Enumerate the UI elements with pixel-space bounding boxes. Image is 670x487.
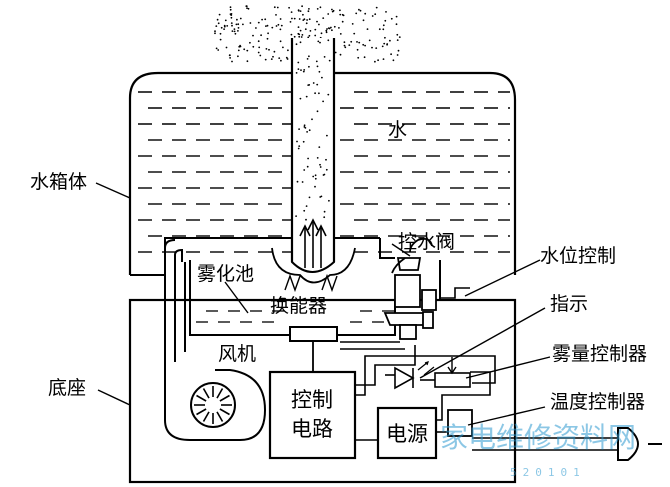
pool-water — [196, 299, 394, 323]
fan-label: 风机 — [218, 343, 256, 365]
wiring — [340, 341, 496, 441]
power-cord — [472, 427, 662, 461]
control-circuit-box — [268, 370, 357, 460]
mist-arrows — [299, 218, 327, 268]
tank-water — [138, 91, 510, 253]
water-valve-label: 控水阀 — [398, 231, 455, 253]
level-sensor-link — [440, 287, 470, 299]
tank-body-label: 水箱体 — [30, 171, 87, 193]
temp-sensor-box — [447, 409, 473, 437]
watermark-sub: 520101 — [510, 466, 586, 479]
atomizer-cup — [271, 247, 356, 284]
plug-icon — [617, 427, 639, 461]
water-valve — [383, 237, 437, 340]
base-housing — [128, 298, 517, 484]
transducer-label: 换能器 — [270, 295, 327, 317]
watermark-text: 家电维修资料网 — [440, 421, 636, 454]
indicator-label: 指示 — [550, 293, 588, 315]
power-label: 电源 — [386, 422, 428, 446]
power-box — [376, 406, 438, 460]
level-control-label: 水位控制 — [540, 245, 616, 267]
fan-icon — [190, 382, 236, 428]
fan — [164, 350, 267, 441]
tank-bottom — [130, 237, 380, 276]
mist-controller-label: 雾量控制器 — [552, 343, 647, 365]
spark-icon — [284, 273, 338, 293]
mist-cloud — [214, 5, 401, 63]
atomizing-pool-label: 雾化池 — [197, 263, 254, 285]
control-circuit-label-1: 控制 — [291, 388, 333, 412]
air-duct — [164, 239, 186, 362]
temp-controller-label: 温度控制器 — [550, 391, 645, 413]
water-label: 水 — [388, 119, 407, 141]
indicator-led — [394, 361, 435, 390]
leader-lines — [95, 182, 551, 426]
valve-seat — [379, 238, 395, 259]
base-label: 底座 — [48, 377, 86, 399]
transducer-block — [289, 326, 338, 342]
mist-potentiometer — [434, 357, 471, 388]
control-circuit-label-2: 电路 — [291, 417, 333, 441]
